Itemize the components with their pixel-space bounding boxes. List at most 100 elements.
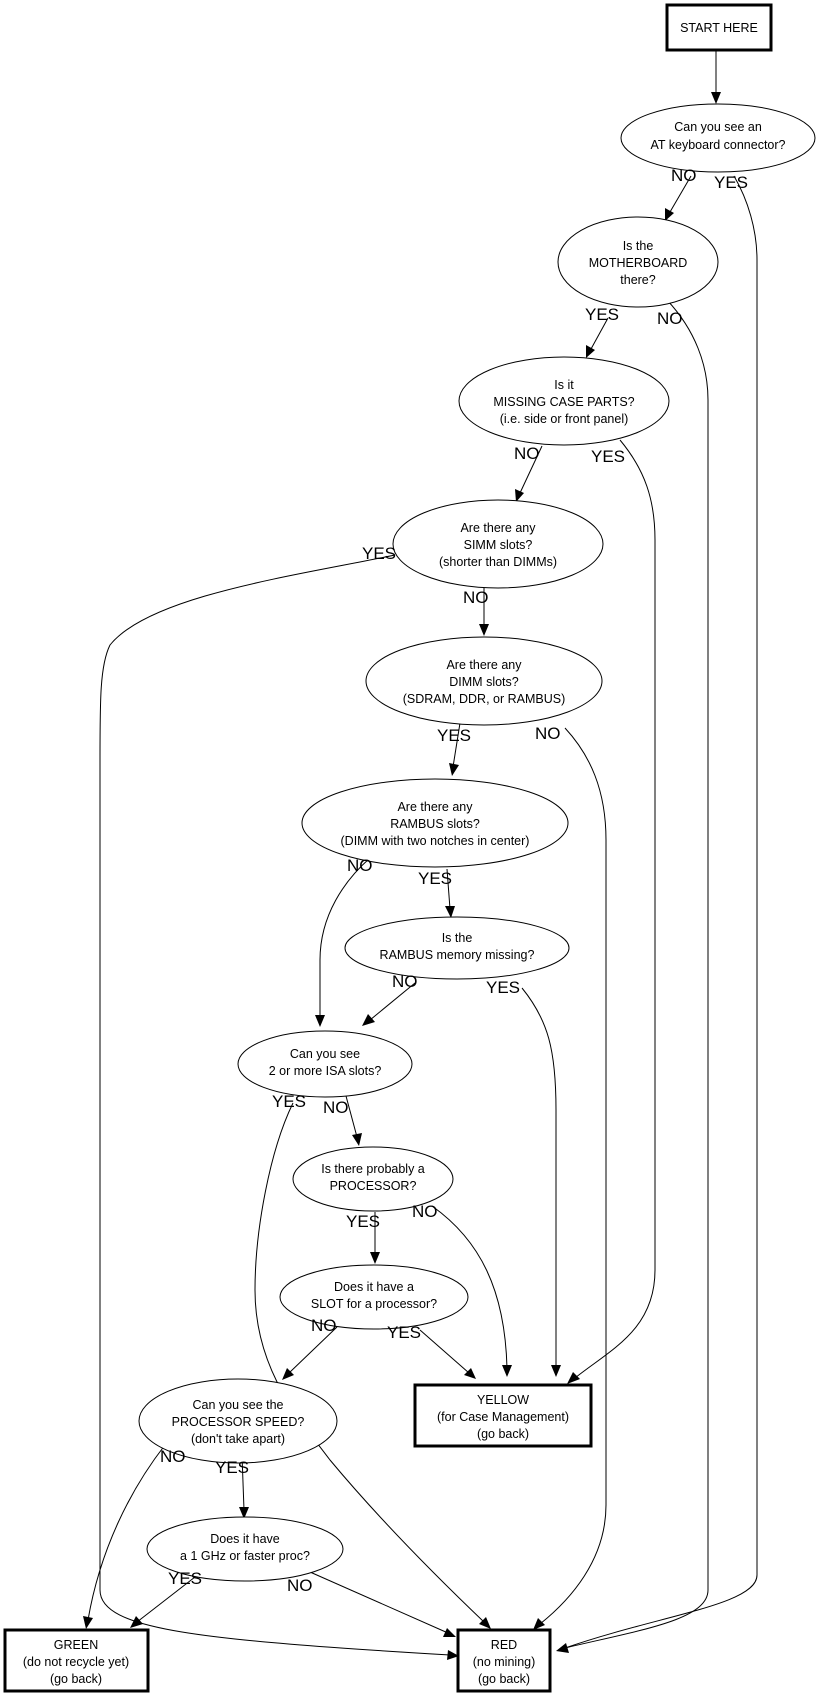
node-label: DIMM slots? [449,675,519,689]
edge-label-ghz-yes: YES [168,1569,202,1588]
edge-label-slot-yes: YES [387,1323,421,1342]
edge-processor-no [431,1205,508,1369]
edge-label-motherboard-no: NO [657,309,683,328]
edge-rambus-missing-yes [521,987,557,1368]
node-label: Does it have [210,1532,280,1546]
node-label: (do not recycle yet) [23,1655,129,1669]
edge-rambus-slots-no [319,857,371,1018]
node-label: Are there any [397,800,473,814]
node-label: RAMBUS memory missing? [380,948,535,962]
edge-missing-no [519,445,543,494]
node-label: there? [620,273,655,287]
node-label: Is it [554,378,574,392]
node-ghz-question: Does it have a 1 GHz or faster proc? [146,1516,344,1582]
edge-speed-no [87,1444,166,1621]
node-label: PROCESSOR? [330,1179,417,1193]
edge-label-isa-yes: YES [272,1092,306,1111]
edge-label-isa-no: NO [323,1098,349,1117]
node-label: Is there probably a [321,1162,425,1176]
edge-ghz-yes [136,1576,196,1623]
edge-label-rambus-slots-no: NO [347,856,373,875]
node-label: Are there any [446,658,522,672]
edge-slot-no [288,1326,338,1374]
node-label: (don't take apart) [191,1432,285,1446]
edge-label-processor-yes: YES [346,1212,380,1231]
arrowhead [515,489,524,502]
arrowhead [282,1368,294,1380]
node-green-result: GREEN (do not recycle yet) (go back) [3,1628,150,1693]
node-red-result: RED (no mining) (go back) [456,1628,552,1693]
node-label: AT keyboard connector? [650,138,785,152]
node-label: Does it have a [334,1280,414,1294]
node-label: Can you see [290,1047,360,1061]
arrowhead [445,906,455,918]
edge-label-keyboard-no: NO [671,166,697,185]
node-start-here: START HERE [665,3,773,52]
node-dimm-slots-question: Are there any DIMM slots? (SDRAM, DDR, o… [365,636,603,726]
edge-isa-no [345,1095,358,1138]
arrowhead [479,1617,491,1629]
arrowhead [370,1252,380,1264]
edge-rambus-missing-no [369,982,416,1021]
edge-label-dimm-no: NO [535,724,561,743]
arrowhead [130,1616,143,1628]
node-processor-question: Is there probably a PROCESSOR? [292,1146,454,1212]
edge-motherboard-yes [590,317,609,350]
node-label: RED [491,1638,517,1652]
arrowhead [551,1365,561,1377]
edge-label-slot-no: NO [311,1316,337,1335]
node-label: SLOT for a processor? [311,1297,437,1311]
edge-label-simm-no: NO [463,588,489,607]
edge-rambus-slots-yes [446,868,451,910]
edge-slot-yes [419,1329,470,1374]
edge-label-keyboard-yes: YES [714,173,748,192]
node-label: (DIMM with two notches in center) [341,834,530,848]
edge-speed-yes [241,1454,245,1511]
node-motherboard-question: Is the MOTHERBOARD there? [557,216,719,308]
arrowhead [362,1014,375,1026]
arrowhead [449,763,459,776]
edge-label-rambus-missing-no: NO [392,972,418,991]
edge-motherboard-no [564,299,709,1649]
arrowhead [556,1643,569,1653]
edge-label-rambus-slots-yes: YES [418,869,452,888]
edge-label-processor-no: NO [412,1202,438,1221]
node-label: YELLOW [477,1393,529,1407]
node-label: (for Case Management) [437,1410,569,1424]
edge-missing-yes [574,439,656,1379]
edge-keyboard-no [669,175,692,213]
arrowhead [502,1365,512,1377]
edge-label-missing-yes: YES [591,447,625,466]
edge-label-ghz-no: NO [287,1576,313,1595]
node-simm-slots-question: Are there any SIMM slots? (shorter than … [392,499,604,589]
node-at-keyboard-question: Can you see an AT keyboard connector? [620,103,816,173]
node-rambus-slots-question: Are there any RAMBUS slots? (DIMM with t… [301,778,569,868]
node-label: Are there any [460,521,536,535]
arrowhead [443,1628,456,1637]
arrowhead [239,1507,249,1519]
node-label: 2 or more ISA slots? [269,1064,382,1078]
node-isa-slots-question: Can you see 2 or more ISA slots? [237,1030,413,1098]
edge-dimm-yes [452,722,461,768]
edge-label-missing-no: NO [514,444,540,463]
node-label: RAMBUS slots? [390,817,480,831]
arrowhead [464,1368,476,1379]
node-label: (i.e. side or front panel) [500,412,629,426]
node-label: (go back) [50,1672,102,1686]
node-label: Is the [442,931,473,945]
node-rambus-missing-question: Is the RAMBUS memory missing? [344,916,570,980]
edge-label-speed-no: NO [160,1447,186,1466]
edge-label-motherboard-yes: YES [585,305,619,324]
node-label: START HERE [680,21,758,35]
arrowhead [533,1618,545,1630]
edge-label-speed-yes: YES [215,1458,249,1477]
node-label: (go back) [478,1672,530,1686]
node-processor-speed-question: Can you see the PROCESSOR SPEED? (don't … [138,1378,338,1464]
node-label: (SDRAM, DDR, or RAMBUS) [403,692,566,706]
node-label: MISSING CASE PARTS? [493,395,634,409]
node-label: Is the [623,239,654,253]
node-processor-slot-question: Does it have a SLOT for a processor? [279,1264,469,1330]
edge-label-rambus-missing-yes: YES [486,978,520,997]
